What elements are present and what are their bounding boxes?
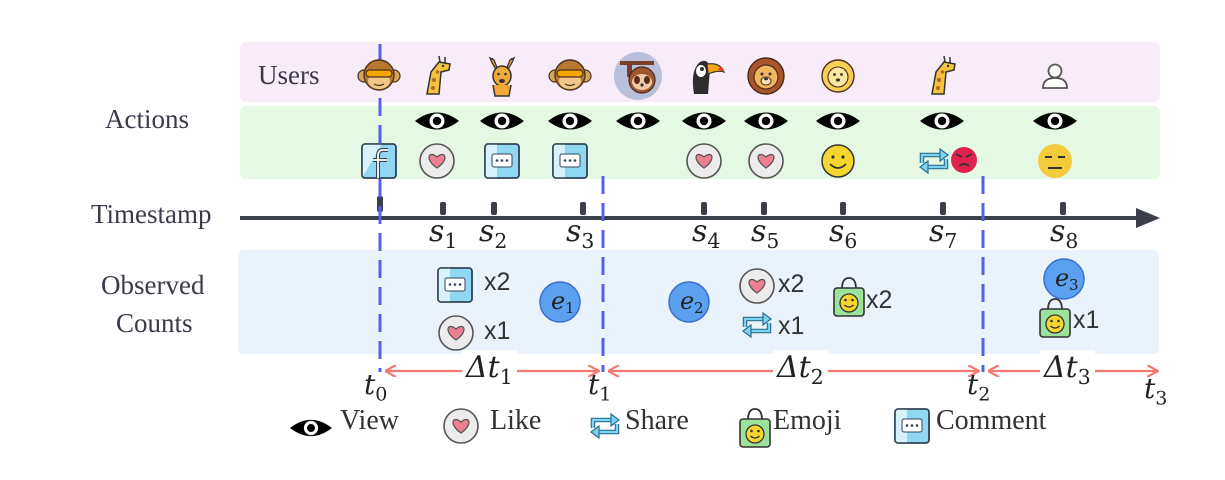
emoji-bag-icon bbox=[833, 277, 865, 317]
facebook-icon bbox=[361, 143, 397, 179]
row-label-actions: Actions bbox=[105, 104, 189, 134]
row-label-timestamp: Timestamp bbox=[91, 199, 212, 229]
angry-face-icon bbox=[951, 147, 977, 173]
legend-like-label: Like bbox=[490, 405, 542, 436]
unamused-face-icon bbox=[1038, 144, 1072, 178]
timestamp-label: s3 bbox=[566, 214, 595, 254]
eye-icon bbox=[1033, 112, 1077, 130]
event-label: e bbox=[1055, 264, 1069, 292]
timeline-tick bbox=[580, 202, 586, 215]
boundary-label: t3 bbox=[1144, 372, 1168, 410]
interval-label: Δt2 bbox=[773, 350, 828, 390]
timestamp-label: s2 bbox=[479, 214, 508, 254]
timestamp-label: s5 bbox=[751, 214, 780, 254]
legend-share-label: Share bbox=[625, 405, 689, 436]
timeline-axis-arrowhead bbox=[1136, 208, 1160, 228]
lion-icon bbox=[747, 57, 785, 95]
heart-icon bbox=[686, 143, 722, 179]
eye-icon bbox=[816, 112, 860, 130]
sloth-icon bbox=[614, 52, 662, 100]
timeline-tick bbox=[1060, 202, 1066, 215]
row-label-counts: Counts bbox=[116, 308, 193, 338]
lion-cub-icon bbox=[821, 59, 855, 93]
count-emoji-3: x1 bbox=[1073, 306, 1100, 334]
event-label: e bbox=[551, 287, 565, 315]
count-emoji-2: x2 bbox=[866, 286, 893, 314]
share-icon bbox=[919, 147, 949, 175]
emoji-bag-icon bbox=[1039, 298, 1071, 338]
boundary-label: t0 bbox=[364, 368, 388, 406]
eye-icon bbox=[480, 112, 524, 130]
share-icon bbox=[590, 412, 620, 440]
heart-icon bbox=[739, 268, 775, 304]
eye-icon bbox=[744, 112, 788, 130]
toucan-icon bbox=[692, 60, 726, 94]
timeline-tick bbox=[840, 202, 846, 215]
eye-icon bbox=[682, 112, 726, 130]
eye-icon bbox=[415, 112, 459, 130]
event-label-sub: 1 bbox=[565, 299, 575, 317]
person-icon bbox=[1042, 63, 1068, 89]
timestamp-label: s1 bbox=[429, 214, 458, 254]
giraffe-icon bbox=[931, 55, 956, 95]
comment-icon bbox=[894, 408, 930, 444]
eye-icon bbox=[290, 419, 332, 437]
legend-view-label: View bbox=[340, 405, 399, 436]
kangaroo-icon bbox=[488, 56, 516, 97]
comment-icon bbox=[552, 143, 588, 179]
boundary-label: t2 bbox=[967, 368, 991, 406]
timestamp-label: s6 bbox=[829, 214, 858, 254]
heart-icon bbox=[748, 143, 784, 179]
timeline-tick bbox=[440, 202, 446, 215]
monkey-icon bbox=[357, 59, 401, 91]
timeline-tick bbox=[701, 202, 707, 215]
heart-icon bbox=[438, 315, 474, 351]
timestamp-label: s8 bbox=[1050, 214, 1079, 254]
event-label-sub: 2 bbox=[694, 299, 704, 317]
row-label-observed: Observed bbox=[101, 270, 205, 300]
timestamp-label: s7 bbox=[929, 214, 958, 254]
monkey-icon bbox=[548, 59, 592, 91]
heart-icon bbox=[443, 408, 479, 444]
eye-icon bbox=[616, 112, 660, 130]
eye-icon bbox=[548, 112, 592, 130]
heart-icon bbox=[419, 143, 455, 179]
count-share-2: x1 bbox=[778, 312, 805, 340]
count-like-2: x2 bbox=[778, 270, 805, 298]
event-label: e bbox=[680, 287, 694, 315]
count-like-1: x1 bbox=[484, 317, 511, 345]
count-comment-1: x2 bbox=[484, 268, 511, 296]
interval-label: Δt1 bbox=[462, 350, 517, 390]
interval-label: Δt3 bbox=[1040, 350, 1095, 390]
timestamp-label: s4 bbox=[692, 214, 721, 254]
comment-icon bbox=[484, 143, 520, 179]
giraffe-icon bbox=[426, 55, 451, 95]
row-label-users: Users bbox=[258, 60, 320, 90]
smile-face-icon bbox=[821, 144, 855, 178]
timeline-tick bbox=[761, 202, 767, 215]
emoji-bag-icon bbox=[739, 408, 771, 448]
event-label-sub: 3 bbox=[1069, 276, 1079, 294]
timeline-tick bbox=[491, 202, 497, 215]
eye-icon bbox=[920, 112, 964, 130]
share-icon bbox=[742, 311, 772, 339]
boundary-label: t1 bbox=[588, 368, 612, 406]
legend-comment-label: Comment bbox=[936, 405, 1047, 436]
timeline-tick bbox=[940, 202, 946, 215]
comment-icon bbox=[437, 267, 473, 303]
legend-emoji-label: Emoji bbox=[773, 405, 842, 436]
